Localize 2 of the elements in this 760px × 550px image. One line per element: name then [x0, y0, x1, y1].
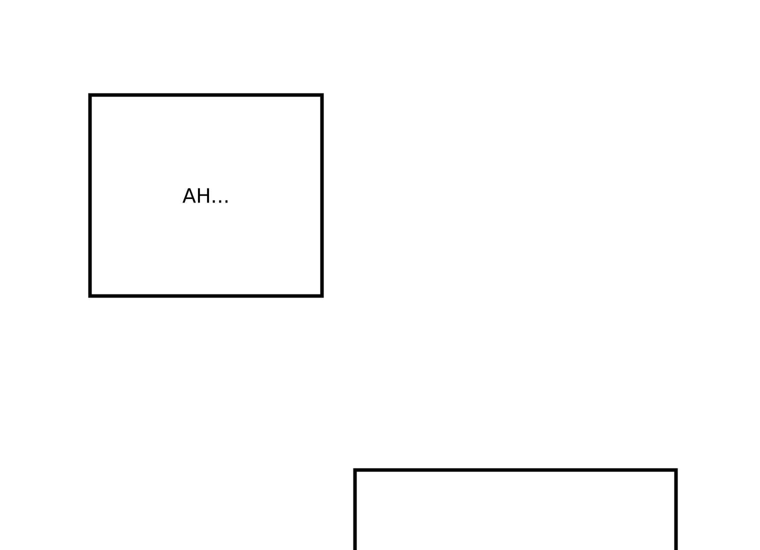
text-box: AH...	[88, 93, 324, 298]
empty-box	[353, 468, 678, 550]
